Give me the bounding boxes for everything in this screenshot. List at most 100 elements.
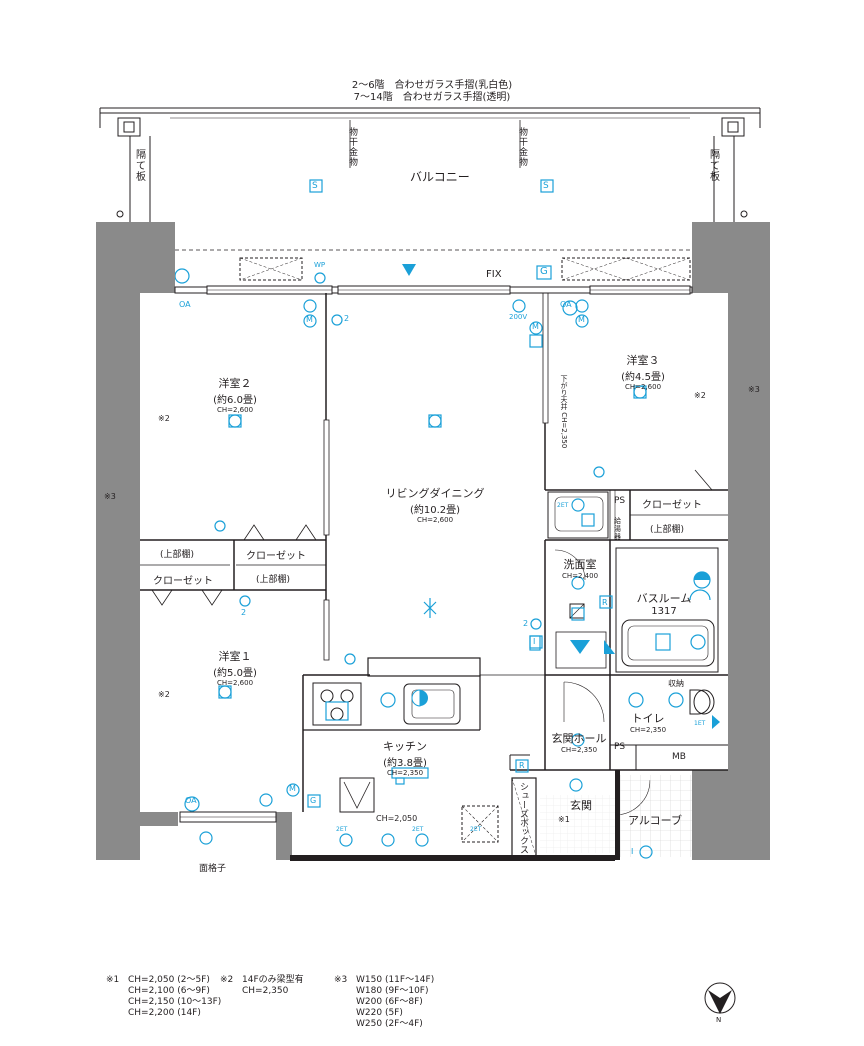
- footnote-3-line: W150 (11F〜14F): [356, 975, 435, 985]
- upper-shelf-right: (上部棚): [650, 525, 685, 535]
- western3-size: (約4.5畳): [621, 372, 665, 383]
- note2-western1: ※2: [158, 690, 170, 699]
- kitchen-ceiling-label: CH=2,050: [376, 814, 418, 823]
- m-mark-3: M: [532, 322, 539, 331]
- note2-western3: ※2: [694, 391, 706, 400]
- two-mark-1: 2: [344, 314, 350, 323]
- footnote-1-line: CH=2,100 (6〜9F): [128, 986, 210, 996]
- kitchen-name: キッチン: [383, 740, 427, 753]
- hall-ch: CH=2,350: [560, 746, 598, 754]
- footnote-2-line: CH=2,350: [242, 986, 289, 996]
- v200-label: 200V: [509, 313, 528, 321]
- upper-shelf-left: (上部棚): [160, 550, 195, 560]
- kitchen-fixtures: [312, 657, 499, 843]
- g-mark-balcony: G: [540, 266, 548, 277]
- north-label: N: [716, 1016, 722, 1024]
- living-ch: CH=2,600: [416, 516, 454, 524]
- note3-left: ※3: [104, 492, 116, 501]
- toilet-ch: CH=2,350: [629, 726, 667, 734]
- railing-note-2: 7〜14階 合わせガラス手摺(透明): [353, 92, 511, 103]
- ps-bottom: PS: [614, 742, 626, 752]
- bathroom-size: 1317: [651, 606, 677, 617]
- washroom-ch: CH=2,400: [561, 572, 599, 580]
- fix-label: FIX: [486, 269, 502, 280]
- mb-label: MB: [672, 752, 686, 762]
- two-mark-k: 2: [241, 608, 247, 617]
- et2-mark-3: 2ET: [470, 826, 482, 833]
- note1-entrance: ※1: [558, 815, 570, 824]
- balcony: [99, 107, 761, 284]
- et1-mark: 1ET: [694, 720, 706, 727]
- r-mark-hall: R: [519, 761, 525, 770]
- balcony-windows: [179, 285, 691, 823]
- western2-size: (約6.0畳): [213, 395, 257, 406]
- water-heater-label: 給湯器: [614, 517, 621, 541]
- structure-walls: [96, 222, 770, 861]
- i-mark-alcove: I: [631, 847, 634, 856]
- footnote-2-key: ※2: [220, 975, 234, 985]
- s-mark-right: S: [543, 181, 549, 191]
- western1-name: 洋室１: [218, 650, 252, 663]
- ps-top: PS: [614, 496, 626, 506]
- balcony-label: バルコニー: [410, 170, 470, 184]
- footnote-3: ※3 W150 (11F〜14F) W180 (9F〜10F) W200 (6F…: [334, 975, 434, 1030]
- footnote-1-line: CH=2,150 (10〜13F): [128, 997, 222, 1007]
- oa-label-bottom: OA: [185, 796, 197, 805]
- entrance-name: 玄関: [570, 799, 592, 812]
- m-mark-2: M: [578, 315, 585, 324]
- footnote-1-line: CH=2,050 (2〜5F): [128, 975, 210, 985]
- wp-label: WP: [314, 261, 326, 269]
- kitchen-size: (約3.8畳): [383, 758, 427, 769]
- partition-left-label: 隔て板: [136, 150, 146, 183]
- footnote-1-key: ※1: [106, 975, 120, 985]
- entrance-tiles: [540, 795, 615, 853]
- g-mark-kitchen: G: [310, 796, 317, 805]
- western1-ch: CH=2,600: [216, 679, 254, 687]
- hall-name: 玄関ホール: [551, 732, 607, 745]
- footnote-3-line: W220 (5F): [356, 1008, 403, 1018]
- ceiling-drop-text: 下がり天井: [560, 375, 568, 410]
- footnote-3-line: W180 (9F〜10F): [356, 986, 429, 996]
- ceiling-drop-label: 下がり天井 CH=2,350: [548, 375, 568, 448]
- footnote-3-line: W200 (6F〜8F): [356, 997, 423, 1007]
- western2-ch: CH=2,600: [216, 406, 254, 414]
- i-mark-wash: I: [533, 637, 536, 646]
- closet-left-a: クローゼット: [246, 551, 306, 562]
- kitchen-ch: CH=2,350: [386, 769, 424, 777]
- ceiling-drop-ch: CH=2,350: [560, 412, 568, 449]
- shoebox-name: シューズボックス: [518, 782, 528, 854]
- two-mark-wash: 2: [523, 619, 529, 628]
- bathroom-name: バスルーム: [636, 592, 692, 605]
- closet-left-b: クローゼット: [153, 576, 213, 587]
- alcove-tiles: [620, 775, 692, 857]
- upper-shelf-left-b: (上部棚): [256, 575, 291, 585]
- s-mark-left: S: [312, 181, 318, 191]
- r-mark-wash: R: [602, 598, 608, 607]
- footnote-1-line: CH=2,200 (14F): [128, 1008, 201, 1018]
- north-arrow: [704, 982, 736, 1014]
- dryer-left-label: 物干金物: [349, 128, 359, 168]
- washroom-name: 洗面室: [563, 558, 597, 571]
- western3-name: 洋室３: [626, 354, 660, 367]
- oa-label-right: OA: [560, 300, 572, 309]
- toilet-name: トイレ: [631, 712, 665, 725]
- et2-mark-4: 2ET: [557, 502, 569, 509]
- lattice-label: 面格子: [199, 864, 227, 874]
- living-size: (約10.2畳): [409, 505, 461, 516]
- western2-name: 洋室２: [218, 377, 252, 390]
- note2-western2: ※2: [158, 414, 170, 423]
- note3-right: ※3: [748, 385, 760, 394]
- western3-ch: CH=2,600: [624, 383, 662, 391]
- et2-mark-2: 2ET: [412, 826, 424, 833]
- western1-size: (約5.0畳): [213, 668, 257, 679]
- toilet-storage: 収納: [668, 679, 684, 688]
- interior-walls: [140, 292, 728, 857]
- oa-label-left: OA: [179, 300, 191, 309]
- railing-note-1: 2〜6階 合わせガラス手摺(乳白色): [351, 80, 513, 91]
- et2-mark-1: 2ET: [336, 826, 348, 833]
- m-mark-4: M: [289, 784, 296, 793]
- equipment-symbols: [184, 299, 653, 859]
- m-mark-1: M: [306, 315, 313, 324]
- footnote-2: ※2 14Fのみ梁型有 CH=2,350: [220, 975, 304, 997]
